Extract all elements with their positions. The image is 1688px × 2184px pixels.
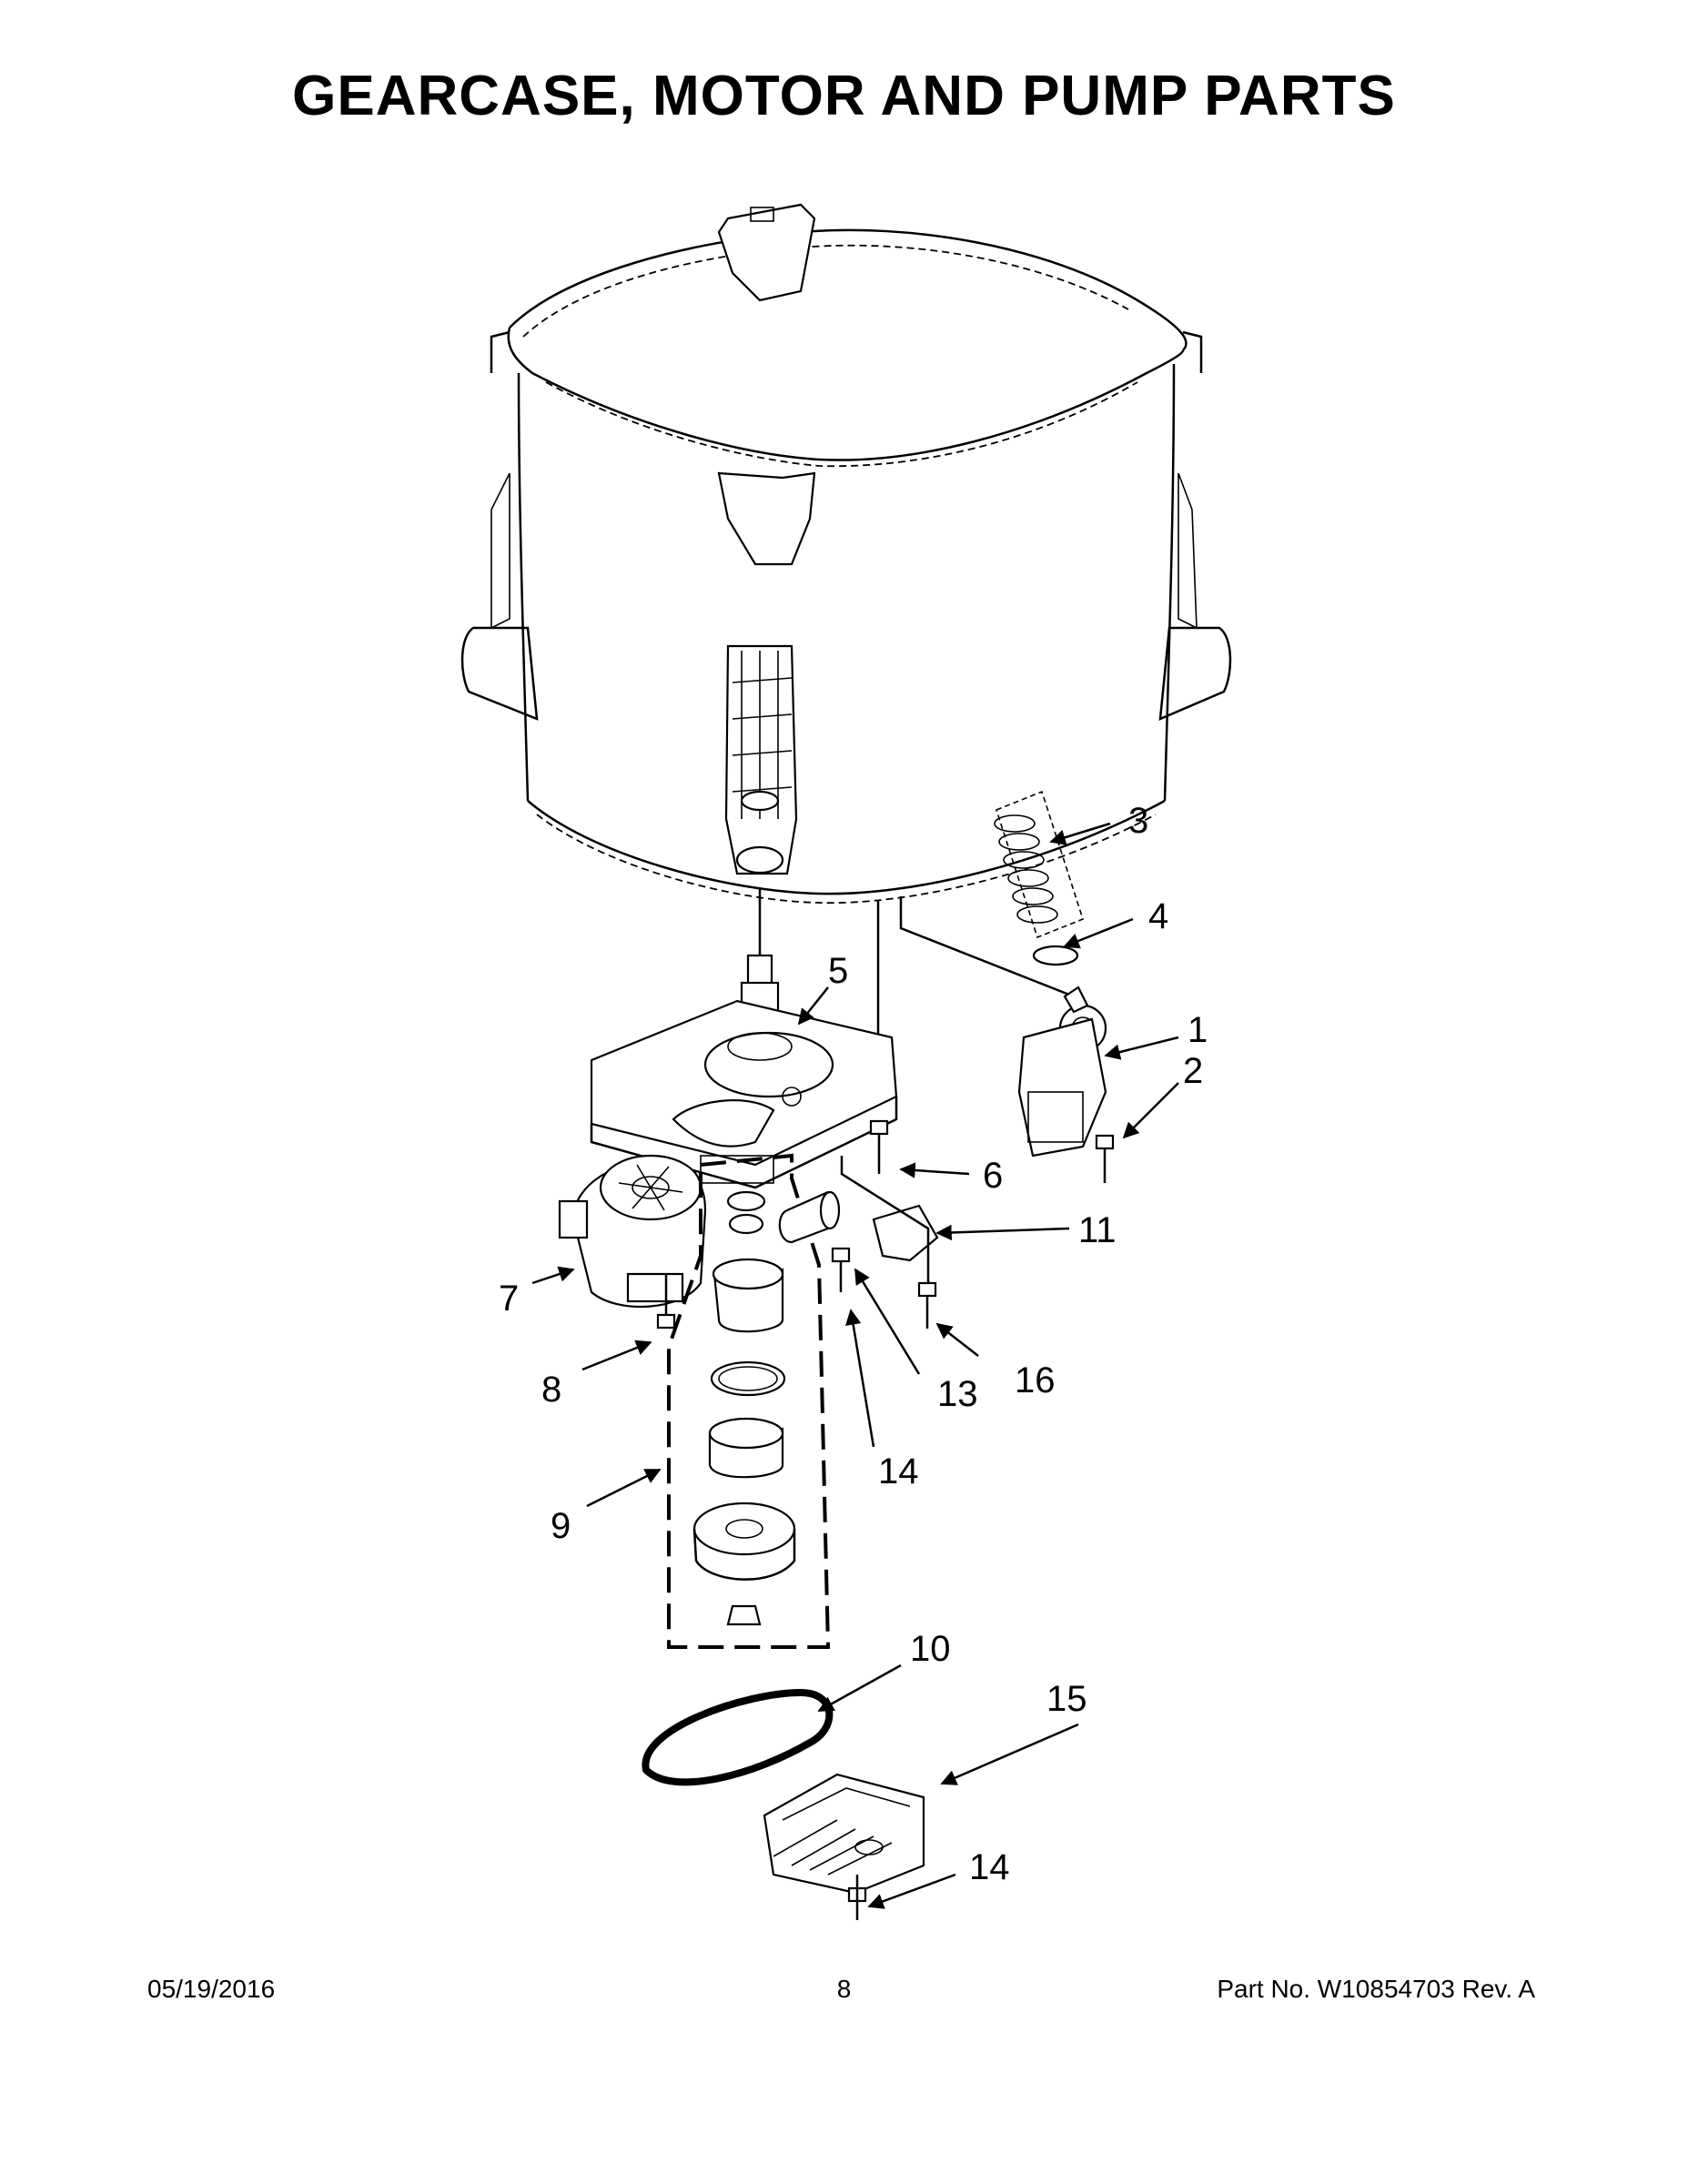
callout-14-upper: 14	[878, 1451, 919, 1491]
callout-5: 5	[828, 951, 848, 991]
gearcase-screw	[869, 1119, 889, 1174]
shift-actuator	[872, 1204, 939, 1262]
callout-15: 15	[1046, 1679, 1087, 1719]
outer-tub	[460, 203, 1232, 905]
motor-screw	[656, 1274, 676, 1330]
page-title: GEARCASE, MOTOR AND PUMP PARTS	[292, 65, 1396, 127]
footer-part-number: Part No. W10854703 Rev. A	[1217, 1975, 1535, 2003]
callout-6: 6	[983, 1156, 1003, 1196]
clutch-kit	[667, 1153, 831, 1649]
drive-motor	[558, 1154, 707, 1309]
callout-9: 9	[551, 1506, 571, 1546]
callout-7: 7	[499, 1279, 519, 1319]
callout-13: 13	[937, 1374, 978, 1414]
drain-pump	[1017, 986, 1107, 1158]
pump-hose	[994, 790, 1084, 939]
motor-cover	[763, 1773, 925, 1895]
callout-16: 16	[1015, 1360, 1056, 1400]
capacitor	[778, 1190, 841, 1244]
callout-1: 1	[1188, 1010, 1208, 1050]
drive-belt	[642, 1688, 834, 1786]
hose-clamp	[1032, 945, 1079, 966]
footer-page-number: 8	[836, 1975, 852, 2003]
callout-11: 11	[1078, 1210, 1117, 1250]
callout-10: 10	[910, 1629, 951, 1669]
callout-14-lower: 14	[969, 1847, 1010, 1887]
cover-screw	[847, 1875, 867, 1920]
gearcase	[590, 954, 898, 1189]
callout-2: 2	[1183, 1051, 1203, 1091]
callout-3: 3	[1128, 801, 1148, 841]
callout-8: 8	[541, 1370, 561, 1410]
footer-date: 05/19/2016	[147, 1975, 276, 2003]
pump-screw	[1095, 1134, 1115, 1183]
callout-4: 4	[1148, 896, 1168, 936]
